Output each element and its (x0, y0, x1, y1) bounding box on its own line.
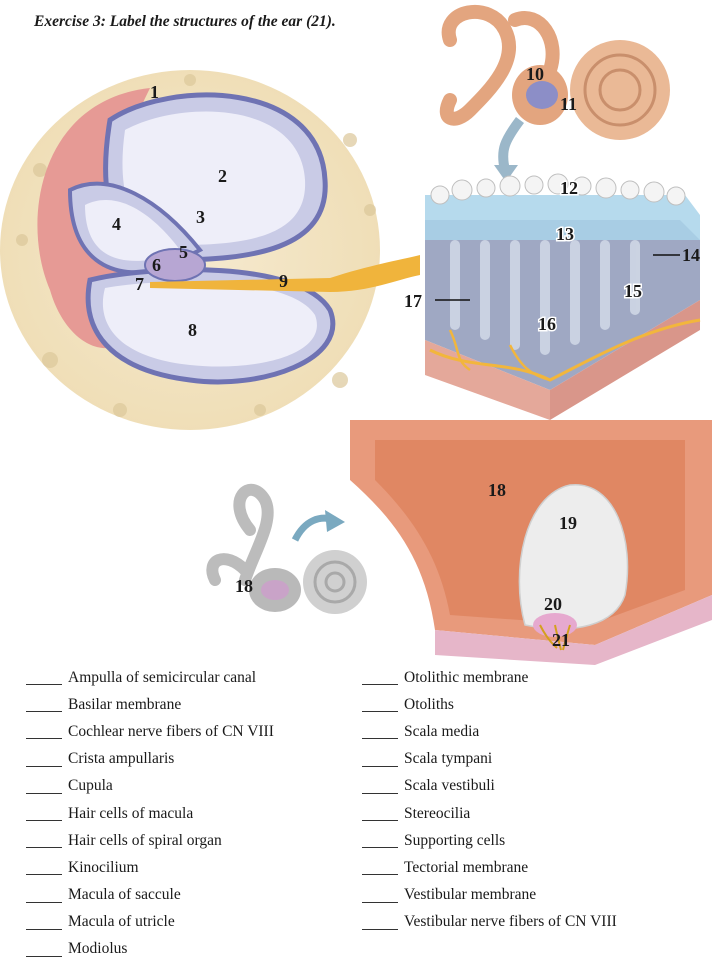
cochlea-cross-section-figure: 1 2 3 4 5 6 7 8 9 (0, 70, 420, 430)
term-row: Vestibular nerve fibers of CN VIII (362, 909, 617, 936)
term-label: Kinocilium (68, 858, 139, 876)
answer-blank[interactable] (26, 833, 62, 849)
answer-blank[interactable] (362, 670, 398, 686)
term-label: Ampulla of semicircular canal (68, 668, 257, 686)
answer-blank[interactable] (362, 724, 398, 740)
answer-blank[interactable] (362, 833, 398, 849)
svg-text:14: 14 (682, 245, 700, 265)
svg-text:10: 10 (526, 64, 544, 84)
svg-text:1: 1 (150, 82, 159, 102)
macula-block-figure: 10 11 12 13 14 15 16 17 (404, 5, 701, 420)
svg-text:9: 9 (279, 271, 288, 291)
term-label: Cochlear nerve fibers of CN VIII (68, 722, 274, 740)
term-row: Hair cells of macula (26, 800, 274, 827)
svg-text:7: 7 (135, 274, 144, 294)
exercise-title: Exercise 3: Label the structures of the … (34, 13, 336, 30)
answer-blank[interactable] (26, 752, 62, 767)
term-row: Basilar membrane (26, 691, 274, 718)
answer-blank[interactable] (362, 779, 398, 794)
term-label: Otoliths (404, 695, 454, 713)
term-label: Vestibular membrane (404, 886, 537, 904)
term-row: Supporting cells (362, 827, 617, 854)
svg-text:16: 16 (538, 314, 556, 334)
term-label: Scala tympani (404, 750, 493, 768)
term-row: Otolithic membrane (362, 664, 617, 691)
answer-blank[interactable] (362, 697, 398, 713)
small-inner-ear-icon: 18 (206, 483, 367, 614)
svg-text:15: 15 (624, 281, 642, 301)
term-row: Scala vestibuli (362, 773, 617, 800)
inner-ear-icon: 10 11 (439, 5, 670, 140)
term-label: Macula of saccule (68, 886, 181, 904)
crista-ampullaris-figure: 18 18 19 20 21 (206, 420, 712, 665)
svg-text:2: 2 (218, 166, 227, 186)
answer-blank[interactable] (26, 724, 62, 740)
term-label: Modiolus (68, 940, 128, 958)
term-row: Cochlear nerve fibers of CN VIII (26, 718, 274, 745)
svg-text:3: 3 (196, 207, 205, 227)
term-row: Scala tympani (362, 746, 617, 773)
svg-text:6: 6 (152, 255, 161, 275)
term-label: Supporting cells (404, 831, 506, 849)
svg-text:13: 13 (556, 224, 574, 244)
term-row: Modiolus (26, 936, 274, 963)
term-row: Ampulla of semicircular canal (26, 664, 274, 691)
term-list-right: Otolithic membrane Otoliths Scala media … (362, 664, 617, 936)
term-row: Macula of saccule (26, 882, 274, 909)
term-label: Crista ampullaris (68, 750, 175, 768)
svg-text:21: 21 (552, 630, 570, 650)
term-row: Kinocilium (26, 854, 274, 881)
answer-blank[interactable] (26, 806, 62, 822)
answer-blank[interactable] (362, 806, 398, 822)
term-label: Vestibular nerve fibers of CN VIII (404, 913, 617, 931)
term-label: Basilar membrane (68, 695, 182, 713)
answer-blank[interactable] (26, 860, 62, 876)
answer-blank[interactable] (362, 915, 398, 930)
svg-text:12: 12 (560, 178, 578, 198)
term-label: Hair cells of spiral organ (68, 831, 222, 849)
term-row: Scala media (362, 718, 617, 745)
svg-text:17: 17 (404, 291, 422, 311)
answer-blank[interactable] (26, 915, 62, 930)
term-label: Otolithic membrane (404, 668, 529, 686)
term-row: Vestibular membrane (362, 882, 617, 909)
term-row: Otoliths (362, 691, 617, 718)
svg-text:8: 8 (188, 320, 197, 340)
term-row: Tectorial membrane (362, 854, 617, 881)
answer-blank[interactable] (26, 697, 62, 713)
svg-text:4: 4 (112, 214, 121, 234)
term-row: Stereocilia (362, 800, 617, 827)
term-label: Scala media (404, 722, 480, 740)
answer-blank[interactable] (26, 942, 62, 957)
answer-blank[interactable] (362, 752, 398, 767)
term-label: Tectorial membrane (404, 858, 529, 876)
svg-text:19: 19 (559, 513, 577, 533)
answer-blank[interactable] (362, 860, 398, 876)
answer-blank[interactable] (26, 779, 62, 794)
term-row: Hair cells of spiral organ (26, 827, 274, 854)
term-label: Cupula (68, 777, 113, 795)
term-label: Scala vestibuli (404, 777, 495, 795)
svg-text:11: 11 (560, 94, 577, 114)
term-row: Crista ampullaris (26, 746, 274, 773)
svg-text:18: 18 (488, 480, 506, 500)
term-label: Hair cells of macula (68, 804, 194, 822)
svg-text:18: 18 (235, 576, 253, 596)
answer-blank[interactable] (26, 670, 62, 686)
term-row: Macula of utricle (26, 909, 274, 936)
term-row: Cupula (26, 773, 274, 800)
svg-text:5: 5 (179, 242, 188, 262)
svg-text:20: 20 (544, 594, 562, 614)
term-label: Stereocilia (404, 804, 471, 822)
answer-blank[interactable] (362, 888, 398, 903)
answer-blank[interactable] (26, 888, 62, 903)
term-label: Macula of utricle (68, 913, 175, 931)
term-list-left: Ampulla of semicircular canal Basilar me… (26, 664, 274, 963)
